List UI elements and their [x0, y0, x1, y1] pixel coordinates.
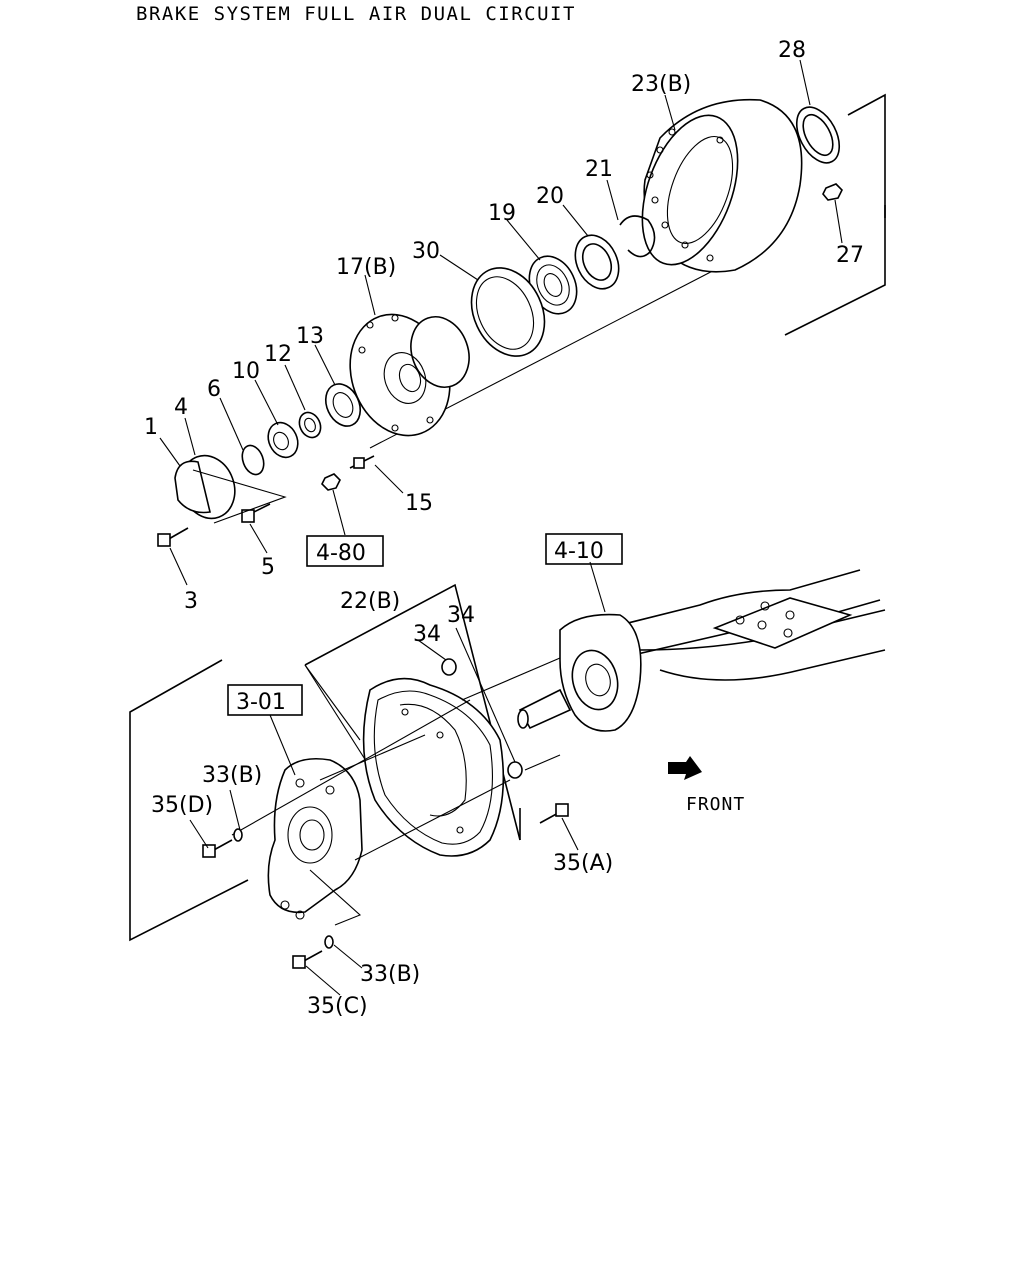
bolt-35d: [202, 839, 233, 858]
brake-spider: [267, 757, 363, 920]
front-arrow-icon: [668, 756, 702, 780]
label-20: 20: [536, 184, 564, 209]
wheel-hub-17b: [349, 313, 470, 437]
label-34-lower: 34: [447, 603, 475, 628]
lower-axis-line-4: [461, 657, 561, 701]
label-19: 19: [488, 201, 516, 226]
label-4: 4: [174, 395, 188, 420]
label-28: 28: [778, 38, 806, 63]
leader-lines-lower: [189, 561, 606, 996]
label-6: 6: [207, 377, 221, 402]
spider-bolt-bracket: [309, 869, 362, 926]
bolt-3: [157, 527, 189, 547]
gasket-6: [241, 444, 265, 476]
label-30: 30: [412, 239, 440, 264]
label-12: 12: [264, 342, 292, 367]
label-15: 15: [405, 491, 433, 516]
lower-axis-line-5: [524, 754, 561, 771]
bolt-5: [241, 503, 271, 523]
tone-ring-30: [470, 267, 546, 357]
label-33b-top: 33(B): [202, 763, 262, 788]
label-17b: 17(B): [336, 255, 396, 280]
seal-ring-28: [795, 106, 841, 164]
label-35c: 35(C): [307, 994, 368, 1019]
label-35d: 35(D): [151, 793, 213, 818]
fitting-34-lower: [507, 761, 523, 779]
label-13: 13: [296, 324, 324, 349]
label-33b-bottom: 33(B): [360, 962, 420, 987]
snap-ring-21: [619, 215, 656, 258]
ref-4-10-label: 4-10: [554, 539, 604, 564]
lower-axis-line-1: [231, 699, 471, 836]
washer-12: [298, 411, 322, 439]
label-35a: 35(A): [553, 851, 613, 876]
fitting-4-80: [321, 473, 341, 491]
nut-10: [267, 421, 299, 459]
label-10: 10: [232, 359, 260, 384]
bolt-35c: [292, 950, 323, 969]
ref-box-4-10[interactable]: 4-10: [545, 533, 623, 565]
ref-box-3-01[interactable]: 3-01: [227, 684, 303, 716]
axle-beam: [559, 569, 886, 681]
backing-plate-22b: [362, 677, 505, 857]
ref-4-80-label: 4-80: [316, 541, 366, 566]
label-1: 1: [144, 415, 158, 440]
label-5: 5: [261, 555, 275, 580]
ref-3-01-label: 3-01: [236, 690, 286, 715]
hub-cap-bracket: [192, 469, 287, 524]
diagram-title: BRAKE SYSTEM FULL AIR DUAL CIRCUIT: [136, 3, 576, 25]
label-front: FRONT: [686, 794, 745, 815]
stud-15: [349, 455, 375, 469]
steering-knuckle: [517, 613, 642, 732]
hub-cap-1: [174, 454, 236, 520]
label-21: 21: [585, 157, 613, 182]
label-34-upper: 34: [413, 622, 441, 647]
label-23b: 23(B): [631, 72, 691, 97]
label-22b: 22(B): [340, 589, 400, 614]
nut-27: [822, 183, 843, 201]
leader-lines-upper: [159, 59, 843, 586]
fitting-34-upper: [441, 658, 457, 676]
bearing-20: [574, 234, 620, 290]
label-3: 3: [184, 589, 198, 614]
washer-33b-bottom: [324, 935, 334, 949]
label-27: 27: [836, 243, 864, 268]
upper-assembly-bracket: [784, 93, 886, 336]
ref-box-4-80[interactable]: 4-80: [306, 535, 384, 567]
lower-axis-line-2: [319, 734, 426, 781]
bearing-13: [324, 383, 362, 427]
washer-33b-top: [233, 828, 243, 842]
lower-axis-line-3: [354, 779, 511, 861]
brake-drum-23b: [641, 98, 803, 273]
bolt-35a: [539, 803, 569, 824]
